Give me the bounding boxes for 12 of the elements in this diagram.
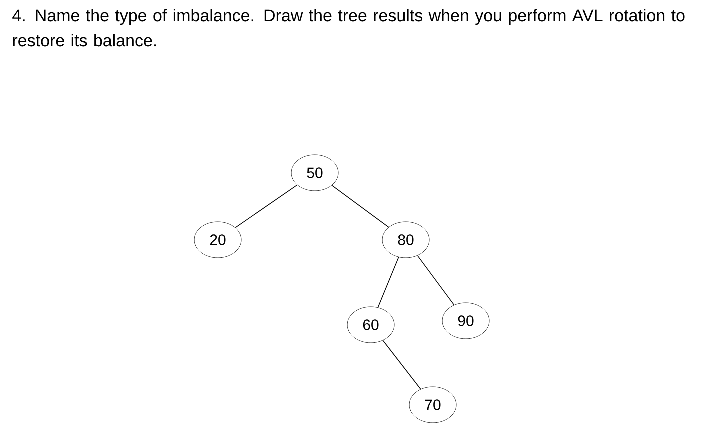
tree-node: 90 [442, 302, 490, 340]
question-text: 4. Name the type of imbalance. Draw the tree results when you perform AVL rotation to restore its balance. [12, 9, 685, 47]
tree-edge [332, 185, 390, 228]
tree-node: 20 [194, 222, 242, 258]
tree-edge [235, 184, 298, 228]
tree-node: 50 [291, 154, 339, 192]
tree-node: 70 [409, 386, 457, 424]
tree-node: 80 [382, 222, 430, 258]
tree-edge [417, 255, 455, 306]
tree-edge [382, 340, 422, 390]
tree-edge [378, 256, 400, 308]
tree-node: 60 [347, 306, 395, 344]
